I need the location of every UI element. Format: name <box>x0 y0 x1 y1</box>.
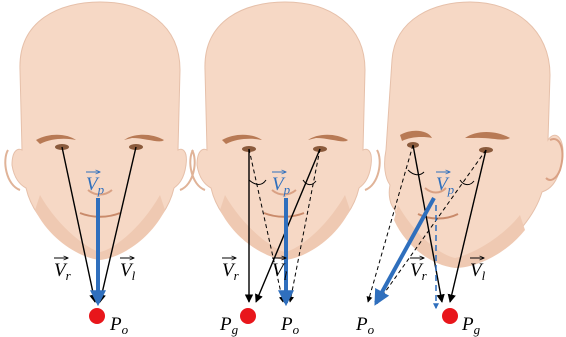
svg-text:Po: Po <box>109 314 129 337</box>
panel-2-po-sub: o <box>293 322 300 337</box>
panel-3-pg-sub: g <box>474 322 481 337</box>
panel-3-vr-sub: r <box>422 268 428 283</box>
panel-3-head <box>385 2 563 268</box>
svg-text:Pg: Pg <box>219 314 239 337</box>
svg-text:Vl: Vl <box>470 260 486 283</box>
panel-2-pg-sub: g <box>232 322 239 337</box>
svg-text:Vl: Vl <box>120 260 136 283</box>
panel-3-po-main: P <box>355 314 368 335</box>
svg-text:Po: Po <box>355 314 375 337</box>
panel-3-pg-main: P <box>461 314 474 335</box>
svg-text:Vr: Vr <box>410 260 428 283</box>
svg-text:Po: Po <box>280 314 300 337</box>
panel-2-vl-sub: l <box>284 268 288 283</box>
svg-text:Vr: Vr <box>222 260 240 283</box>
panel-3-vp-sub: p <box>447 182 455 197</box>
panel-2-pg-main: P <box>219 314 232 335</box>
panel-1-vp-sub: p <box>97 182 105 197</box>
svg-text:Vr: Vr <box>54 260 72 283</box>
panel-2-point-pg <box>240 308 256 324</box>
panel-2-vr-sub: r <box>234 268 240 283</box>
panel-3-vl-sub: l <box>482 268 486 283</box>
panel-1-po-sub: o <box>122 322 129 337</box>
panel-1-vr-sub: r <box>66 268 72 283</box>
panel-3-point-pg <box>442 308 458 324</box>
panel-2-vp-sub: p <box>283 182 291 197</box>
panel-3-po-sub: o <box>368 322 375 337</box>
panel-1-po-main: P <box>109 314 122 335</box>
svg-text:Pg: Pg <box>461 314 481 337</box>
panel-2-po-main: P <box>280 314 293 335</box>
panel-1-point-po <box>89 308 105 324</box>
panel-1-vl-sub: l <box>132 268 136 283</box>
